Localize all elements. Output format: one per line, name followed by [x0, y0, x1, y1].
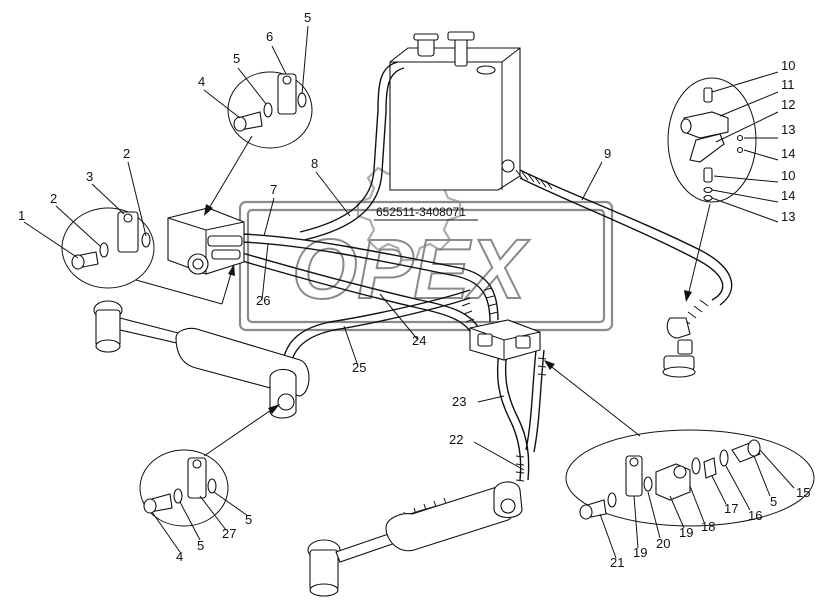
detail-view-27 — [139, 449, 229, 527]
lower-steering-cylinder — [307, 481, 523, 597]
callout-c10b: 10 — [781, 168, 795, 183]
callout-c3: 3 — [86, 169, 93, 184]
callout-c6: 6 — [266, 29, 273, 44]
callout-c19b: 19 — [633, 545, 647, 560]
callout-c5d: 5 — [197, 538, 204, 553]
detail-arrows — [135, 135, 711, 457]
callout-c17: 17 — [724, 501, 738, 516]
callout-c1: 1 — [18, 208, 25, 223]
callout-c22: 22 — [449, 432, 463, 447]
callout-c13b: 13 — [781, 209, 795, 224]
callout-c5e: 5 — [245, 512, 252, 527]
callout-c14b: 14 — [781, 188, 795, 203]
left-steering-cylinder — [93, 300, 310, 419]
callout-c14a: 14 — [781, 146, 795, 161]
watermark: OPEX — [238, 156, 614, 332]
callout-c5a: 5 — [233, 51, 240, 66]
callout-c4a: 4 — [198, 74, 205, 89]
drawing-number: 652511-3408071 — [376, 205, 466, 219]
callout-c2a: 2 — [50, 191, 57, 206]
callout-c26: 26 — [256, 293, 270, 308]
detail-view-15-21 — [565, 429, 815, 527]
callout-c5c: 5 — [770, 494, 777, 509]
callout-c4b: 4 — [176, 549, 183, 564]
callout-c13a: 13 — [781, 122, 795, 137]
callout-c8: 8 — [311, 156, 318, 171]
leader-lines — [23, 25, 795, 559]
detail-view-10-14 — [667, 77, 757, 203]
callout-c10a: 10 — [781, 58, 795, 73]
watermark-text: OPEX — [292, 222, 530, 316]
callout-c2b: 2 — [123, 146, 130, 161]
callout-c16: 16 — [748, 508, 762, 523]
callout-c7: 7 — [270, 182, 277, 197]
right-hose-end-fitting — [662, 317, 696, 378]
callout-c19a: 19 — [679, 525, 693, 540]
control-valve — [167, 207, 245, 275]
callout-c9: 9 — [604, 146, 611, 161]
callout-c11: 11 — [781, 77, 795, 92]
callout-c15: 15 — [796, 485, 810, 500]
callout-c12: 12 — [781, 97, 795, 112]
part-number-callouts: 1232456578910111213141014132624252322155… — [18, 10, 810, 570]
callout-c24: 24 — [412, 333, 426, 348]
callout-c27: 27 — [222, 526, 236, 541]
callout-c20: 20 — [656, 536, 670, 551]
callout-c18: 18 — [701, 519, 715, 534]
callout-c25: 25 — [352, 360, 366, 375]
callout-c23: 23 — [452, 394, 466, 409]
detail-view-1-3 — [61, 207, 155, 289]
callout-c5b: 5 — [304, 10, 311, 25]
callout-c21: 21 — [610, 555, 624, 570]
oil-reservoir — [389, 31, 521, 191]
distribution-block — [469, 319, 541, 361]
detail-view-4-6 — [227, 71, 313, 149]
